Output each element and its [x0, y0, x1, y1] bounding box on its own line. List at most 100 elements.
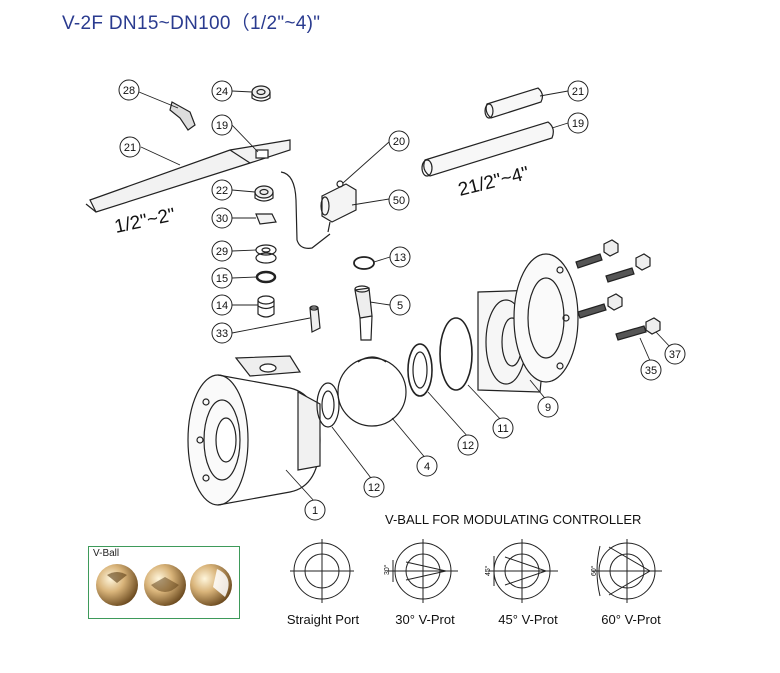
thrust-washer: [255, 270, 277, 284]
callout-number: 19: [572, 118, 584, 130]
page-title: V-2F DN15~DN100（1/2"~4)": [62, 13, 321, 34]
callout-number: 28: [123, 85, 135, 97]
callout-number: 4: [424, 461, 430, 473]
lock-screw: [309, 305, 321, 333]
port-angle-labels: 30° 45° 60°: [383, 564, 598, 576]
ball-seat-right: [407, 343, 433, 397]
callout-number: 33: [216, 328, 228, 340]
large-size-label: 21/2"~4": [456, 163, 531, 201]
vball-photo-box: V-Ball: [88, 546, 240, 619]
port-label-straight: Straight Port: [287, 612, 360, 627]
stem-packing: [257, 295, 275, 318]
callout-number: 19: [216, 120, 228, 132]
vball-box-label: V-Ball: [93, 548, 120, 559]
port-label-30: 30° V-Prot: [395, 612, 455, 627]
v60-port-diagram: [592, 539, 662, 603]
callout-number: 12: [368, 482, 380, 494]
callout-numbers: 28 24 19 21 22 30 29 15 14 33 20 50 21 1…: [123, 85, 681, 517]
callout-number: 15: [216, 273, 228, 285]
callout-number: 14: [216, 300, 228, 312]
callout-19a: [211, 114, 233, 136]
callout-9: [537, 396, 559, 418]
callout-number: 24: [216, 86, 228, 98]
gland-nut: [254, 185, 274, 202]
callout-number: 5: [397, 300, 403, 312]
callouts: [118, 79, 686, 521]
valve-stem: [354, 285, 373, 341]
callout-33: [211, 322, 233, 344]
callout-11: [492, 417, 514, 439]
callout-21b: [567, 80, 589, 102]
port-label-60: 60° V-Prot: [601, 612, 661, 627]
callout-number: 37: [669, 349, 681, 361]
callout-number: 13: [394, 252, 406, 264]
callout-24: [211, 80, 233, 102]
angle-label-60: 60°: [590, 565, 598, 576]
callout-number: 1: [312, 505, 318, 517]
callout-14: [211, 294, 233, 316]
callout-30: [211, 207, 233, 229]
callout-4: [416, 455, 438, 477]
belleville-washers: [255, 244, 277, 264]
callout-number: 12: [462, 440, 474, 452]
callout-1: [304, 499, 326, 521]
vball-photo: [96, 564, 232, 606]
nuts: [603, 239, 661, 335]
leader-lines: [138, 90, 673, 503]
straight-port-diagram: [290, 539, 354, 603]
callout-20: [388, 130, 410, 152]
stem-guide-line: [280, 171, 331, 249]
angle-label-30: 30°: [383, 564, 391, 575]
handle-extension: [484, 87, 544, 119]
callout-number: 29: [216, 246, 228, 258]
v30-port-diagram: [388, 539, 458, 603]
callout-28: [118, 79, 140, 101]
callout-number: 9: [545, 402, 551, 414]
callout-12b: [363, 476, 385, 498]
callout-29: [211, 240, 233, 262]
callout-22: [211, 179, 233, 201]
o-ring: [353, 256, 375, 270]
callout-12a: [457, 434, 479, 456]
bolts: [575, 253, 647, 341]
small-handle: [85, 139, 291, 213]
handle-adapter: [320, 180, 357, 233]
ball-seat-left: [316, 382, 340, 428]
port-diagrams: [290, 539, 662, 603]
callout-35: [640, 359, 662, 381]
callout-number: 11: [497, 423, 508, 435]
valve-drawing: [85, 85, 661, 506]
callout-5: [389, 294, 411, 316]
v45-port-diagram: [488, 539, 558, 603]
callout-number: 22: [216, 185, 228, 197]
angle-label-45: 45°: [484, 565, 492, 576]
handle-clip: [169, 101, 196, 131]
large-handle-pipe: [421, 121, 554, 177]
body-gasket: [439, 317, 473, 391]
lock-washer: [255, 213, 277, 225]
gold-ball: [96, 564, 138, 606]
small-size-label: 1/2"~2": [113, 205, 178, 238]
stem-nut: [251, 85, 271, 102]
callout-number: 35: [645, 365, 657, 377]
callout-50: [388, 189, 410, 211]
callout-15: [211, 267, 233, 289]
vball-heading: V-BALL FOR MODULATING CONTROLLER: [385, 512, 641, 527]
port-labels: Straight Port 30° V-Prot 45° V-Prot 60° …: [287, 612, 661, 627]
callout-13: [389, 246, 411, 268]
v-ball: [337, 356, 407, 427]
callout-number: 30: [216, 213, 228, 225]
callout-21a: [119, 136, 141, 158]
callout-19b: [567, 112, 589, 134]
callout-number: 50: [393, 195, 405, 207]
end-cap: [477, 253, 579, 393]
port-label-45: 45° V-Prot: [498, 612, 558, 627]
gold-balls: [96, 564, 232, 606]
callout-number: 20: [393, 136, 405, 148]
callout-number: 21: [124, 142, 136, 154]
callout-number: 21: [572, 86, 584, 98]
callout-37: [664, 343, 686, 365]
valve-body: [187, 355, 321, 506]
